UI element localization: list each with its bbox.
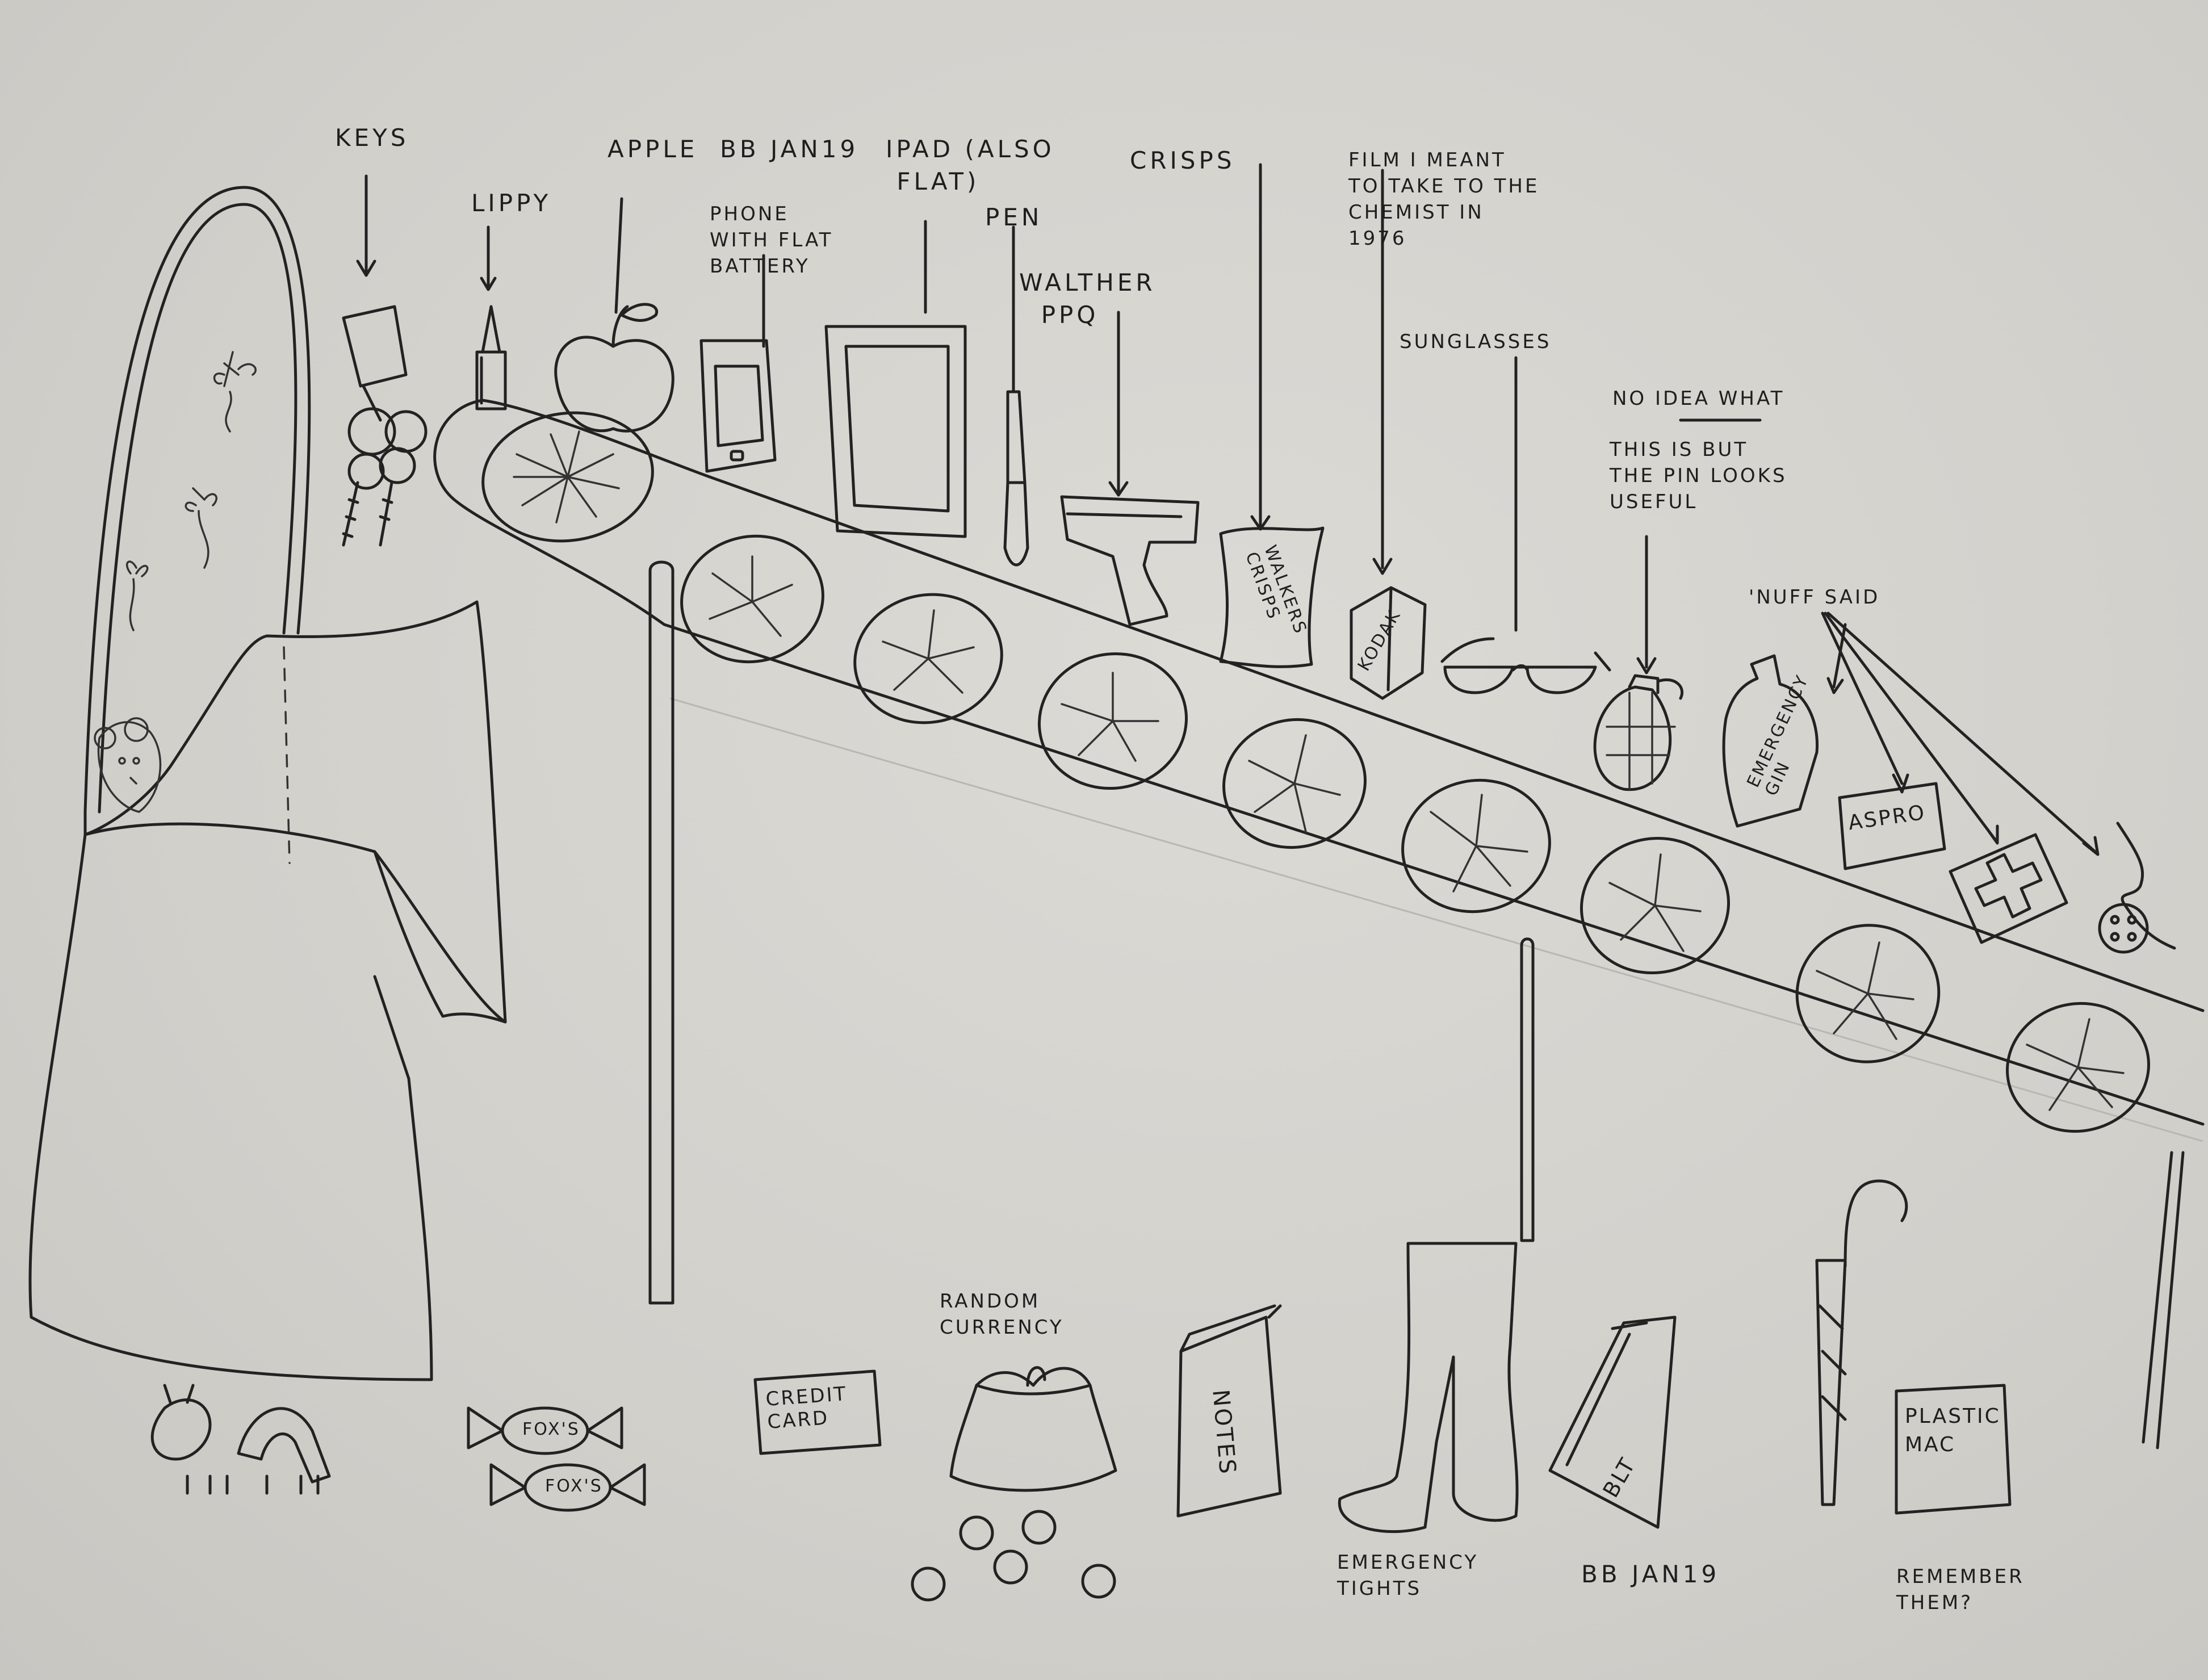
label-no-idea: NO IDEA WHAT: [1612, 387, 1785, 410]
bag-lip: [373, 850, 507, 1024]
fox-sweet-1-text: FOX'S: [522, 1419, 580, 1439]
label-random-currency: RANDOM CURRENCY: [940, 1290, 1064, 1339]
plastic-mac-text: PLASTIC MAC: [1905, 1405, 2001, 1457]
umbrella-icon: [1815, 1179, 1908, 1506]
label-bb-jan19: BB JAN19: [1581, 1560, 1720, 1588]
conveyor-legs: [648, 560, 2185, 1449]
conveyor-rollers: [481, 411, 2150, 1133]
apple-icon: [554, 303, 674, 433]
label-apple: APPLE BB JAN19: [607, 135, 859, 163]
grenade-icon: [1593, 674, 1684, 791]
label-phone: PHONE WITH FLAT BATTERY: [710, 203, 833, 278]
first-aid-kit-icon: [1949, 833, 2068, 944]
credit-card-text: CREDIT CARD: [765, 1382, 848, 1434]
notes-book-icon: [1176, 1304, 1282, 1518]
label-remember: REMEMBER THEM?: [1896, 1565, 2025, 1614]
keys-icon: [342, 305, 428, 547]
plastic-mac-icon: [1895, 1384, 2012, 1515]
label-ipad: IPAD (ALSO FLAT): [886, 135, 1055, 195]
fox-sweet-2-text: FOX'S: [545, 1476, 603, 1496]
label-arrows: [356, 163, 2100, 856]
ipad-icon: [824, 325, 967, 538]
mouse-icon: [94, 717, 162, 813]
caterpillar-icon: [150, 1384, 331, 1495]
label-pen: PEN: [985, 203, 1043, 231]
pistol-icon: [1060, 495, 1200, 626]
label-lippy: LIPPY: [471, 189, 552, 217]
coins-icon: [911, 1510, 1116, 1602]
roller-spokes: [513, 430, 2125, 1111]
label-nuff-said: 'NUFF SAID: [1749, 586, 1880, 609]
fox-sweets-icon: [467, 1406, 646, 1512]
handbag-body: [28, 810, 433, 1381]
credit-card-icon: [753, 1369, 882, 1455]
label-emergency-tights: EMERGENCY TIGHTS: [1337, 1551, 1479, 1600]
label-crisps: CRISPS: [1130, 146, 1235, 174]
label-film: FILM I MEANT TO TAKE TO THE CHEMIST IN 1…: [1348, 149, 1540, 250]
label-keys: KEYS: [335, 124, 409, 152]
kodak-film-icon: [1350, 586, 1427, 700]
button-icon: [2098, 822, 2176, 954]
fly-icon: [125, 351, 257, 631]
handbag-front: [83, 600, 507, 1024]
conveyor-belt: [433, 399, 2205, 1126]
tights-icon: [1338, 1242, 1519, 1534]
phone-icon: [699, 339, 777, 473]
label-sunglasses: SUNGLASSES: [1400, 330, 1552, 353]
gin-bottle-icon: [1722, 654, 1819, 828]
sunglasses-icon: [1440, 637, 1611, 694]
bag-strap-inner: [98, 203, 298, 814]
bag-strap: [83, 186, 311, 814]
label-pin-useful: THIS IS BUT THE PIN LOOKS USEFUL: [1610, 438, 1787, 513]
label-walther: WALTHER PPQ: [1019, 269, 1156, 329]
crisps-bag-icon: [1219, 526, 1325, 668]
purse-icon: [949, 1366, 1117, 1492]
lipstick-icon: [475, 305, 507, 410]
blt-sandwich-icon: [1548, 1315, 1677, 1529]
bag-fold: [283, 646, 291, 864]
pen-icon: [1003, 390, 1029, 567]
